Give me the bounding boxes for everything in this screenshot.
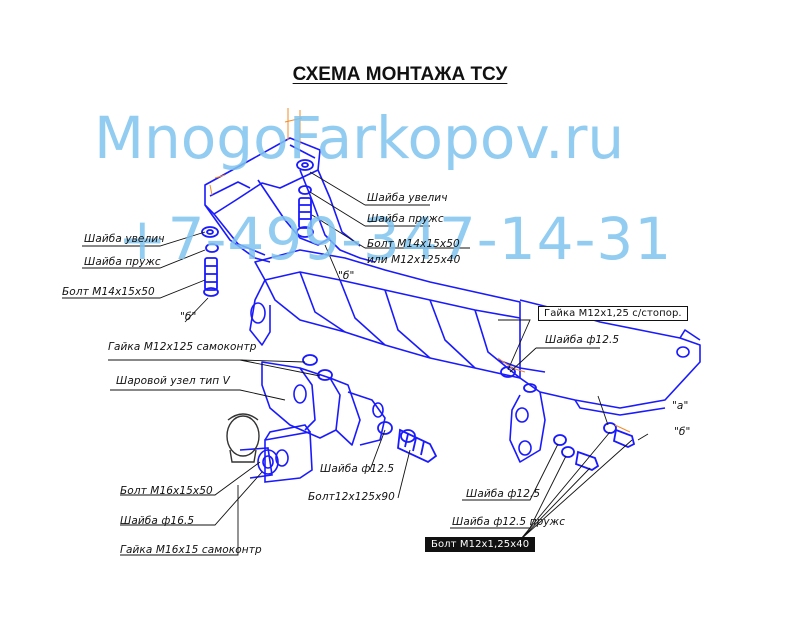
- label-bolt-m12-bottom: Болт М12х1,25х40: [425, 537, 536, 552]
- washer-top-2: [298, 185, 312, 195]
- label-bolt-m12-center: Болт12х125х90: [308, 491, 395, 503]
- bolt-top: [298, 197, 312, 229]
- title-text: СХЕМА МОНТАЖА ТСУ: [292, 64, 508, 85]
- label-nut-m16-selflock: Гайка М16х15 самоконтр: [120, 544, 262, 556]
- bolt-bottom: [574, 450, 600, 472]
- washer-center-2: [400, 429, 416, 443]
- nut-right: [500, 366, 516, 378]
- washer-left-2: [205, 243, 219, 253]
- bolt-right: [612, 428, 636, 448]
- washer-right-a: [603, 422, 617, 434]
- washer-bottom-2: [561, 446, 575, 458]
- hitch-plate: [261, 361, 341, 439]
- label-mark-b-right: "б": [674, 426, 691, 438]
- label-washer-spring-left: Шайба пружс: [84, 256, 161, 268]
- label-washer-125-right: Шайба ф12.5: [545, 334, 620, 346]
- washer-center-1: [377, 421, 393, 435]
- label-nut-m12-stop: Гайка М12х1,25 с/стопор.: [538, 306, 688, 321]
- ball-unit: [239, 424, 313, 483]
- label-washer-125-spring: Шайба ф12.5 пружс: [452, 516, 566, 528]
- nut-left-1: [302, 354, 318, 366]
- label-washer-165: Шайба ф16.5: [120, 515, 195, 527]
- label-washer-large-left: Шайба увелич: [84, 233, 165, 245]
- label-washer-large-top: Шайба увелич: [367, 192, 448, 204]
- label-mark-b-left: "б": [180, 311, 197, 323]
- label-washer-125-center: Шайба ф12.5: [320, 463, 395, 475]
- label-ball-unit: Шаровой узел тип V: [116, 375, 230, 387]
- nut-left-2: [317, 369, 333, 381]
- label-washer-spring-top: Шайба пружс: [367, 213, 444, 225]
- bolt-center: [397, 428, 438, 464]
- label-washer-125-bottom: Шайба ф12.5: [466, 488, 541, 500]
- top-bracket: [204, 137, 321, 215]
- title: СХЕМА МОНТАЖА ТСУ: [0, 64, 800, 86]
- label-mark-a-right: "а": [672, 400, 689, 412]
- label-bolt-m16: Болт М16х15х50: [120, 485, 213, 497]
- label-bolt-m12-alt: или М12х125х40: [367, 254, 461, 266]
- washer-bottom-1: [553, 434, 567, 446]
- label-bolt-m14-top: Болт М14х15х50: [367, 238, 460, 250]
- label-nut-m12-selflock: Гайка М12х125 самоконтр: [108, 341, 257, 353]
- label-bolt-m14-left: Болт М14х15х50: [62, 286, 155, 298]
- washer-left-1: [201, 226, 219, 238]
- washer-top-1: [296, 159, 314, 171]
- tow-ball: [226, 413, 260, 463]
- label-mark-b-top: "б": [338, 270, 355, 282]
